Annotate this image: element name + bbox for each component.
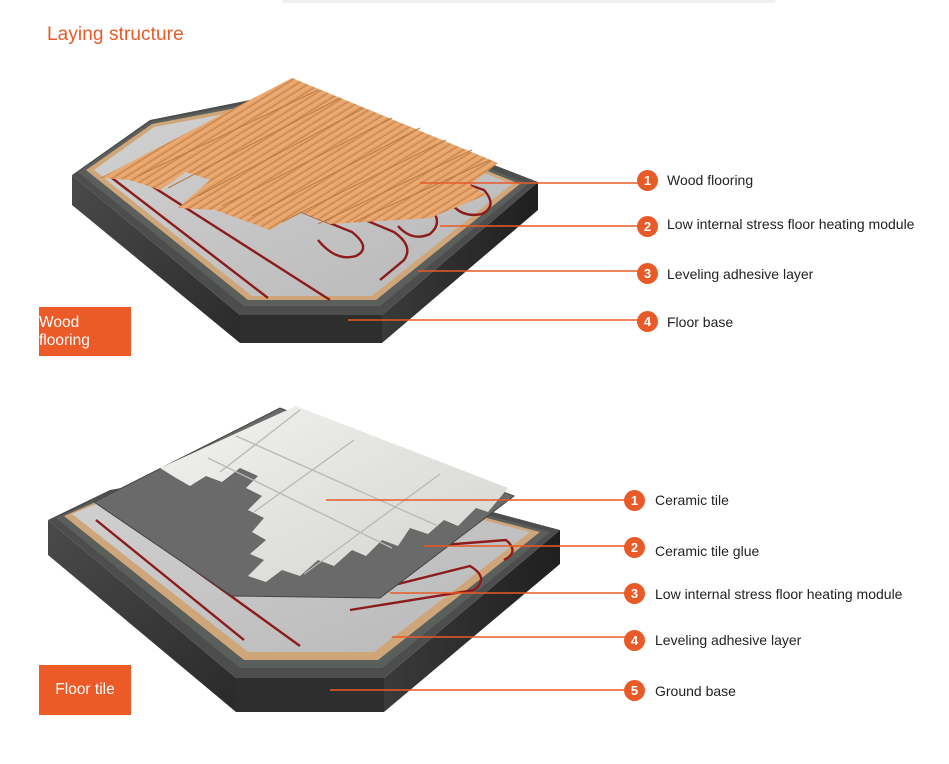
tile-layer-5-number: 5 bbox=[624, 680, 645, 701]
tile-layer-5-label: Ground base bbox=[655, 683, 736, 699]
top-bar bbox=[282, 0, 776, 3]
tile-base-front bbox=[236, 678, 384, 712]
tile-grout-lines bbox=[207, 409, 441, 575]
wood-planks bbox=[100, 78, 498, 230]
tile-layer-1-label: Ceramic tile bbox=[655, 492, 729, 508]
ceramic-tiles bbox=[160, 406, 508, 582]
tile-layer-4-number: 4 bbox=[624, 630, 645, 651]
wood-base-left-side bbox=[72, 175, 240, 343]
tile-layer-3-label: Low internal stress floor heating module bbox=[655, 586, 903, 602]
wood-flooring-tag: Wood flooring bbox=[39, 307, 131, 356]
tile-layer-2-number: 2 bbox=[624, 537, 645, 558]
wood-diagram bbox=[72, 78, 538, 343]
wood-layer-1-number: 1 bbox=[637, 170, 658, 191]
wood-layer-2-number: 2 bbox=[637, 216, 658, 237]
tile-callout-lines bbox=[326, 499, 630, 691]
tile-layer-1-number: 1 bbox=[624, 490, 645, 511]
wood-layer-3-number: 3 bbox=[637, 263, 658, 284]
tile-base-right-side bbox=[384, 530, 560, 712]
tile-layer-4-label: Leveling adhesive layer bbox=[655, 632, 802, 648]
wood-base-right-side bbox=[382, 182, 538, 343]
section-title: Laying structure bbox=[47, 24, 184, 45]
floor-tile-tag: Floor tile bbox=[39, 665, 131, 715]
wood-base-front bbox=[240, 315, 382, 343]
wood-layer-2-label: Low internal stress floor heating module bbox=[667, 216, 915, 232]
tile-base-left-side bbox=[48, 520, 236, 712]
tile-layer-2-label: Ceramic tile glue bbox=[655, 543, 760, 559]
wood-layer-1-label: Wood flooring bbox=[667, 172, 754, 188]
tile-diagram bbox=[48, 406, 560, 712]
wood-plank-seams bbox=[137, 89, 491, 225]
wood-layer-3-label: Leveling adhesive layer bbox=[667, 266, 814, 282]
tile-layer-3-number: 3 bbox=[624, 583, 645, 604]
wood-layer-4-number: 4 bbox=[637, 311, 658, 332]
wood-callout-lines bbox=[348, 182, 640, 321]
wood-layer-4-label: Floor base bbox=[667, 314, 734, 330]
